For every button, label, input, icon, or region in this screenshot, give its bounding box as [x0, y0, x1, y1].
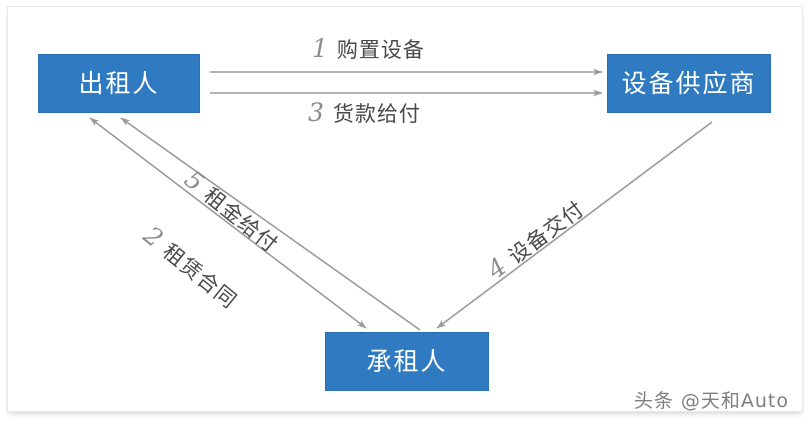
node-equipment-supplier-label: 设备供应商 [621, 69, 757, 98]
flow-text-3: 货款给付 [332, 102, 421, 126]
flow-number-1: 1 [312, 34, 328, 63]
flow-label-purchase-equipment: 1 购置设备 [312, 36, 425, 61]
flow-text-1: 购置设备 [336, 38, 425, 62]
node-equipment-supplier[interactable]: 设备供应商 [607, 54, 771, 113]
watermark: 头条 @天和Auto [633, 390, 789, 412]
flow-number-3: 3 [308, 98, 324, 127]
flow-label-payment-for-goods: 3 货款给付 [308, 100, 421, 125]
arrow-equipment-delivery [436, 121, 713, 329]
node-lessor[interactable]: 出租人 [38, 54, 200, 113]
arrow-lease-contract [89, 117, 367, 329]
node-lessee[interactable]: 承租人 [325, 332, 489, 391]
node-lessor-label: 出租人 [78, 69, 160, 98]
arrow-rent-payment [120, 117, 421, 331]
node-lessee-label: 承租人 [366, 347, 448, 376]
